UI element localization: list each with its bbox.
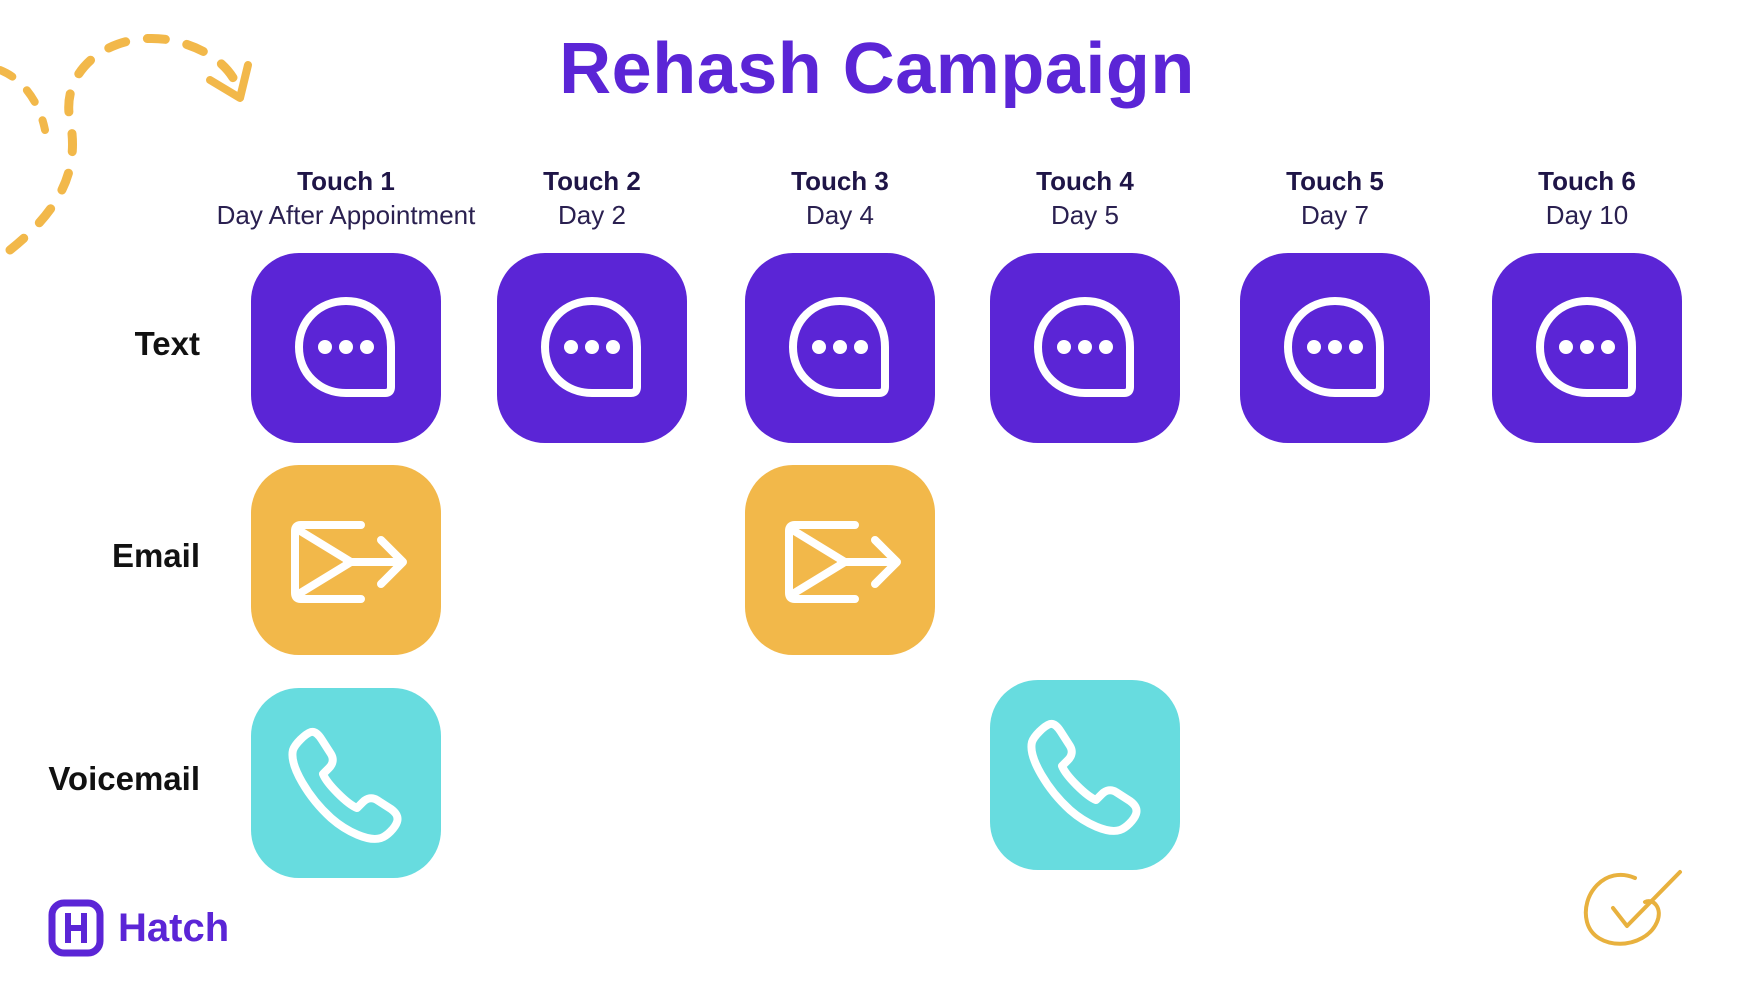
dashed-arrow-decoration: [0, 34, 252, 255]
touch-name: Touch 5: [1286, 166, 1384, 196]
touch-header-3: Touch 3 Day 4: [680, 164, 1000, 232]
voicemail-tile-touch-1: [251, 688, 441, 878]
text-tile-touch-4: [990, 253, 1180, 443]
checkmark-scribble-decoration: [1583, 870, 1682, 946]
brand-name: Hatch: [118, 905, 230, 950]
text-tile-touch-3: [745, 253, 935, 443]
touch-name: Touch 6: [1538, 166, 1636, 196]
touch-header-6: Touch 6 Day 10: [1427, 164, 1747, 232]
text-tile-touch-1: [251, 253, 441, 443]
row-label-voicemail: Voicemail: [48, 760, 200, 797]
touch-day: Day 5: [1051, 200, 1119, 230]
chat-bubble-icon: [1020, 283, 1150, 413]
phone-icon: [281, 718, 411, 848]
text-tile-touch-2: [497, 253, 687, 443]
touch-header-5: Touch 5 Day 7: [1175, 164, 1495, 232]
touch-day: Day 7: [1301, 200, 1369, 230]
email-send-icon: [775, 495, 905, 625]
touch-day: Day After Appointment: [216, 200, 476, 230]
page-title: Rehash Campaign: [559, 29, 1195, 109]
touch-day: Day 4: [806, 200, 874, 230]
text-tile-touch-6: [1492, 253, 1682, 443]
row-label-text: Text: [134, 325, 200, 362]
touch-name: Touch 1: [297, 166, 395, 196]
chat-bubble-icon: [775, 283, 905, 413]
email-tile-touch-3: [745, 465, 935, 655]
touch-header-2: Touch 2 Day 2: [432, 164, 752, 232]
hatch-h-icon: [48, 899, 104, 957]
touch-day: Day 2: [558, 200, 626, 230]
hatch-logo: Hatch: [48, 898, 229, 958]
touch-day: Day 10: [1545, 200, 1629, 230]
touch-header-4: Touch 4 Day 5: [925, 164, 1245, 232]
voicemail-tile-touch-4: [990, 680, 1180, 870]
chat-bubble-icon: [1522, 283, 1652, 413]
chat-bubble-icon: [281, 283, 411, 413]
phone-icon: [1020, 710, 1150, 840]
row-label-email: Email: [111, 537, 200, 574]
chat-bubble-icon: [1270, 283, 1400, 413]
email-tile-touch-1: [251, 465, 441, 655]
touch-name: Touch 3: [791, 166, 889, 196]
touch-name: Touch 4: [1036, 166, 1134, 196]
chat-bubble-icon: [527, 283, 657, 413]
touch-name: Touch 2: [543, 166, 641, 196]
email-send-icon: [281, 495, 411, 625]
text-tile-touch-5: [1240, 253, 1430, 443]
touch-header-1: Touch 1 Day After Appointment: [186, 164, 506, 232]
